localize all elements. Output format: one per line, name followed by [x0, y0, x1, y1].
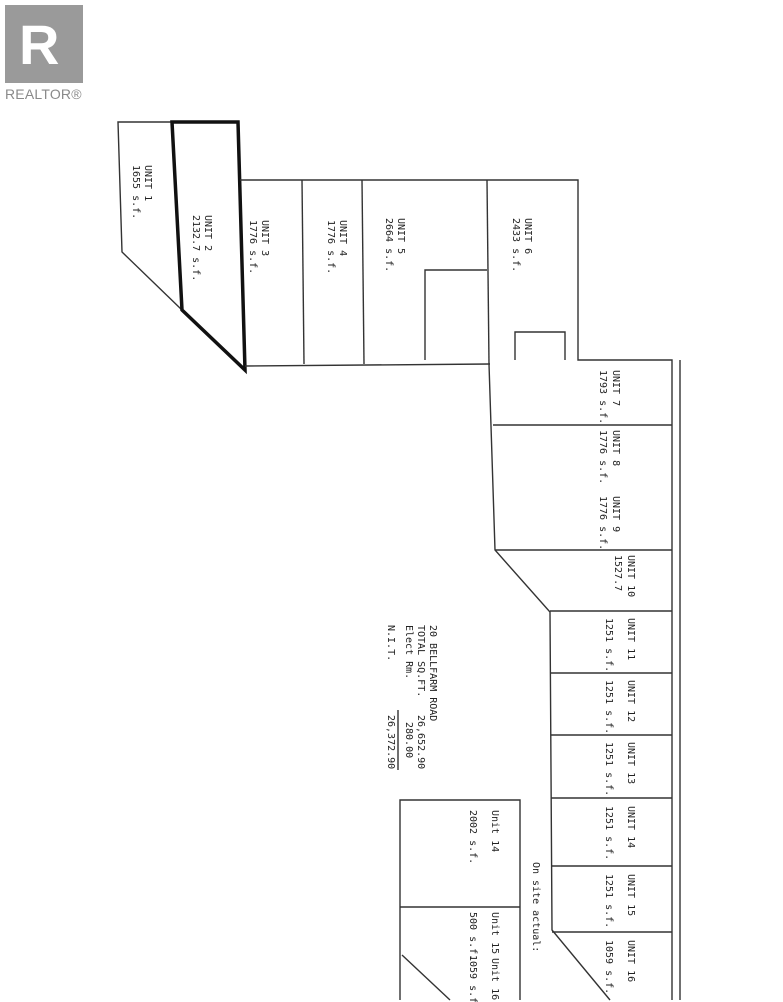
- unit-4-name: UNIT 4: [337, 220, 348, 256]
- unit-12-area: 1251 s.f.: [603, 680, 614, 734]
- unit-10-name: UNIT 10: [625, 555, 636, 597]
- net-label: N.I.T.: [385, 625, 396, 661]
- unit-2-area: 2132.7 s.f.: [190, 215, 201, 281]
- unit-14-area: 1251 s.f.: [603, 806, 614, 860]
- unit-12-name: UNIT 12: [625, 680, 636, 722]
- unit-5-name: UNIT 5: [395, 218, 406, 254]
- unit-6-name: UNIT 6: [522, 218, 533, 254]
- realtor-logo-text: REALTOR®: [5, 86, 82, 102]
- unit-16-area: 1059 s.f.: [603, 940, 614, 994]
- wall: [514, 331, 566, 360]
- unit-2-name: UNIT 2: [202, 215, 213, 251]
- inset-unit-16-area: 1059 s.f.: [467, 955, 478, 1002]
- wall: [301, 179, 305, 365]
- inset-unit-14-name: Unit 14: [489, 810, 500, 852]
- elect-value: 280.00: [403, 722, 414, 758]
- walls: [117, 120, 681, 1001]
- inset-title: On site actual:: [530, 862, 541, 952]
- unit-labels: UNIT 1 1655 s.f. UNIT 2 2132.7 s.f. UNIT…: [130, 165, 636, 994]
- inset-unit-14-area: 2002 s.f.: [467, 810, 478, 864]
- wall: [401, 954, 451, 1001]
- unit-13-area: 1251 s.f.: [603, 742, 614, 796]
- inset-notes: On site actual: Unit 14 2002 s.f. Unit 1…: [467, 810, 541, 1002]
- unit-13-name: UNIT 13: [625, 742, 636, 784]
- unit-3-area: 1776 s.f.: [247, 220, 258, 274]
- main-block-outline: [240, 179, 673, 1000]
- realtor-logo: R REALTOR®: [5, 5, 83, 102]
- unit-6-area: 2433 s.f.: [510, 218, 521, 272]
- unit-9-name: UNIT 9: [610, 496, 621, 532]
- unit-8-area: 1776 s.f.: [597, 430, 608, 484]
- unit-7-name: UNIT 7: [610, 370, 621, 406]
- unit-10-area: 1527.7: [612, 555, 623, 591]
- unit-15-area: 1251 s.f.: [603, 874, 614, 928]
- wall: [361, 179, 365, 365]
- wall: [486, 179, 490, 365]
- inset-unit-15-area: 500 s.f.: [467, 912, 478, 960]
- unit-1-outline: [117, 121, 183, 311]
- unit-5-area: 2664 s.f.: [383, 218, 394, 272]
- inset-unit-15-name: Unit 15: [489, 912, 500, 954]
- wall: [244, 363, 491, 367]
- wall: [424, 269, 487, 360]
- unit-15-name: UNIT 15: [625, 874, 636, 916]
- net-value: 26,372.90: [385, 715, 396, 769]
- unit-1-area: 1655 s.f.: [130, 165, 141, 219]
- unit-4-area: 1776 s.f.: [325, 220, 336, 274]
- unit-9-area: 1776 s.f.: [597, 496, 608, 550]
- address: 20 BELLFARM ROAD: [427, 625, 438, 721]
- unit-16-name: UNIT 16: [625, 940, 636, 982]
- inset-unit-16-name: Unit 16: [489, 958, 500, 1000]
- unit-14-name: UNIT 14: [625, 806, 636, 848]
- unit-2-outline: [170, 120, 247, 375]
- unit-8-name: UNIT 8: [610, 430, 621, 466]
- summary-block: 20 BELLFARM ROAD TOTAL SQ.FT. 26,652.90 …: [385, 625, 438, 769]
- unit-7-area: 1793 s.f.: [597, 370, 608, 424]
- realtor-logo-mark: R: [5, 5, 83, 83]
- right-wing-outline: [488, 363, 611, 1001]
- inset-box: [399, 799, 521, 1000]
- unit-3-name: UNIT 3: [259, 220, 270, 256]
- total-label: TOTAL SQ.FT.: [415, 625, 426, 697]
- unit-11-area: 1251 s.f.: [603, 618, 614, 672]
- unit-1-name: UNIT 1: [142, 165, 153, 201]
- total-value: 26,652.90: [415, 715, 426, 769]
- unit-11-name: UNIT 11: [625, 618, 636, 660]
- elect-label: Elect Rm.: [403, 625, 414, 679]
